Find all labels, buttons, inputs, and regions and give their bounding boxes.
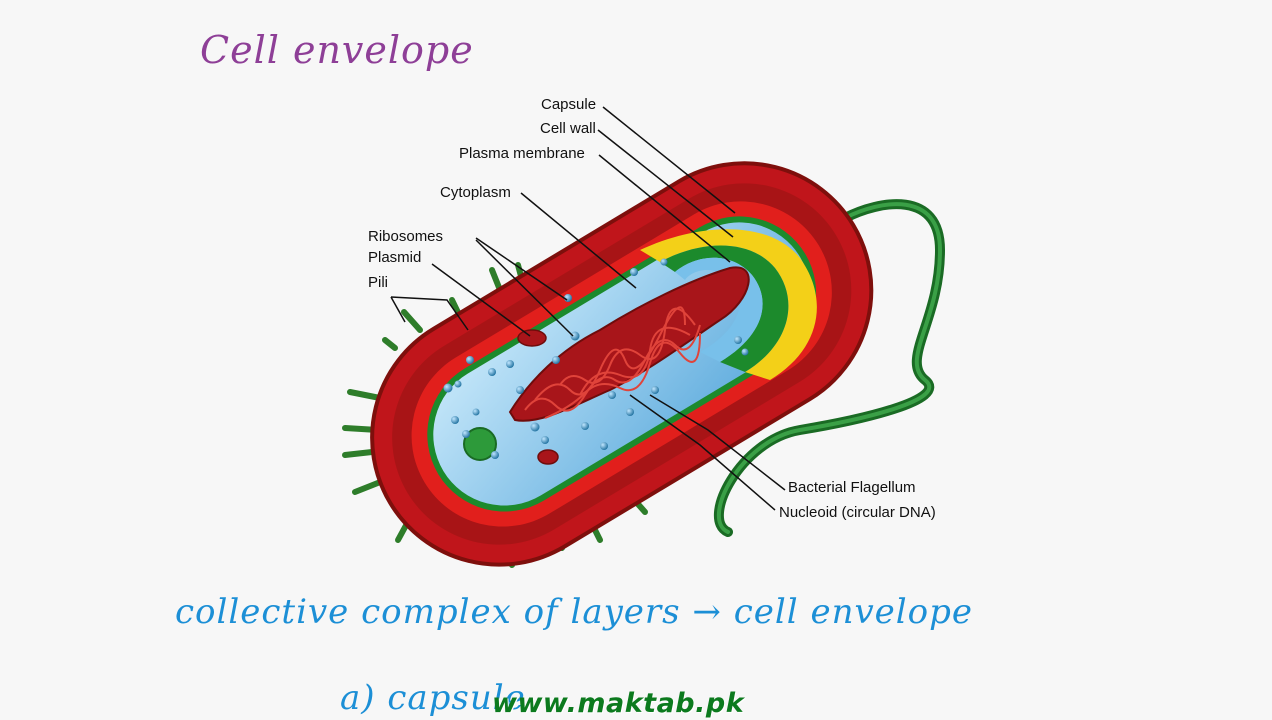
label-flagellum: Bacterial Flagellum (788, 479, 916, 496)
label-capsule: Capsule (541, 96, 596, 113)
watermark: www.maktab.pk (492, 688, 745, 719)
nucleoid (508, 266, 750, 422)
leader-lines (390, 106, 786, 511)
label-plasmid: Plasmid (368, 249, 421, 266)
plasmid (517, 329, 559, 465)
label-ribosomes: Ribosomes (368, 228, 443, 245)
label-pili: Pili (368, 274, 388, 291)
handwritten-title: Cell envelope (200, 28, 474, 72)
label-cell-wall: Cell wall (540, 120, 596, 137)
label-nucleoid: Nucleoid (circular DNA) (779, 504, 936, 521)
ribosomes (443, 258, 749, 459)
label-plasma-membrane: Plasma membrane (459, 145, 585, 162)
granule (463, 427, 497, 461)
handwritten-note-line2: a) capsule (340, 678, 526, 718)
label-cytoplasm: Cytoplasm (440, 184, 511, 201)
handwritten-note-line1: collective complex of layers → cell enve… (175, 592, 974, 632)
